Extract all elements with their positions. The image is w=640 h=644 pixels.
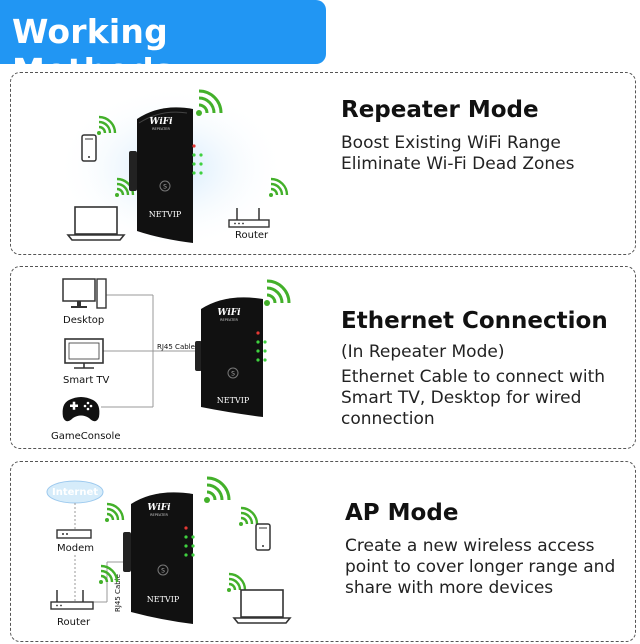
wifi-signal-icon [97, 115, 117, 135]
ap-mode-title: AP Mode [345, 500, 459, 526]
laptop-icon [66, 206, 126, 241]
header-banner: Working Methods [0, 0, 326, 90]
smart-tv-icon [64, 338, 104, 369]
ethernet-mode-line-4: connection [341, 409, 435, 429]
ap-mode-illustration: Internet Modem RJ45 Cable Router [46, 476, 292, 628]
device-logo: WiFi [217, 308, 241, 318]
device-brand: NETVIP [217, 396, 250, 405]
ethernet-mode-line-2: Ethernet Cable to connect with [341, 367, 606, 387]
smart-tv-label: Smart TV [63, 375, 110, 386]
desktop-label: Desktop [63, 315, 104, 326]
wifi-signal-icon [239, 506, 259, 526]
wifi-signal-icon [204, 476, 231, 503]
phone-icon [81, 134, 97, 162]
device-logo-sub: REPEATER [150, 513, 168, 517]
ethernet-connection-panel: RJ45 Cable Desktop Smart TV GameCon [10, 266, 636, 449]
repeater-mode-title: Repeater Mode [341, 97, 539, 123]
repeater-mode-line-1: Boost Existing WiFi Range [341, 133, 561, 153]
wifi-signal-icon [227, 572, 247, 592]
modem-label: Modem [57, 543, 94, 554]
game-console-label: GameConsole [51, 431, 120, 442]
repeater-mode-panel: WiFi REPEATER S NETVIP Router Repeater M… [10, 72, 636, 255]
internet-label: Internet [52, 487, 98, 498]
rj45-cable-label: RJ45 Cable [114, 574, 122, 612]
phone-icon [255, 523, 271, 551]
wifi-signal-icon [264, 279, 291, 306]
ethernet-illustration: RJ45 Cable Desktop Smart TV GameCon [51, 278, 291, 442]
modem-icon [56, 529, 92, 539]
svg-text:S: S [231, 371, 235, 378]
wifi-signal-icon [269, 177, 289, 197]
repeater-mode-line-2: Eliminate Wi-Fi Dead Zones [341, 154, 575, 174]
rj45-cable-label: RJ45 Cable [157, 343, 195, 351]
router-label: Router [57, 617, 91, 628]
ethernet-mode-line-3: Smart TV, Desktop for wired [341, 388, 582, 408]
ap-mode-panel: Internet Modem RJ45 Cable Router [10, 461, 636, 642]
ap-mode-line-3: share with more devices [345, 578, 554, 598]
page-title: Working Methods [12, 12, 174, 90]
router-label: Router [235, 230, 269, 241]
router-icon [228, 208, 270, 228]
wifi-repeater-device: WiFi REPEATER S NETVIP [123, 492, 195, 624]
wifi-signal-icon [196, 89, 223, 116]
svg-text:S: S [163, 184, 167, 191]
ap-mode-line-2: point to cover longer range and [345, 557, 616, 577]
wifi-signal-icon [99, 564, 119, 584]
device-logo: WiFi [149, 117, 173, 127]
device-logo-sub: REPEATER [152, 127, 170, 131]
device-brand: NETVIP [147, 595, 180, 604]
repeater-illustration: WiFi REPEATER S NETVIP Router [56, 86, 289, 250]
ethernet-cable-lines [101, 294, 197, 408]
wifi-repeater-device: WiFi REPEATER S NETVIP [129, 107, 203, 243]
ethernet-mode-line-1: (In Repeater Mode) [341, 342, 505, 362]
device-logo-sub: REPEATER [220, 318, 238, 322]
game-controller-icon [62, 397, 100, 422]
wifi-signal-icon [105, 502, 125, 522]
desktop-icon [62, 278, 107, 309]
wifi-signal-icon [115, 177, 135, 197]
laptop-icon [232, 589, 292, 624]
svg-text:S: S [161, 568, 165, 575]
ethernet-mode-title: Ethernet Connection [341, 308, 608, 334]
router-icon [50, 590, 94, 610]
device-logo: WiFi [147, 503, 171, 513]
ap-mode-line-1: Create a new wireless access [345, 536, 595, 556]
device-brand: NETVIP [149, 210, 182, 219]
wifi-repeater-device: WiFi REPEATER S NETVIP [195, 297, 267, 417]
